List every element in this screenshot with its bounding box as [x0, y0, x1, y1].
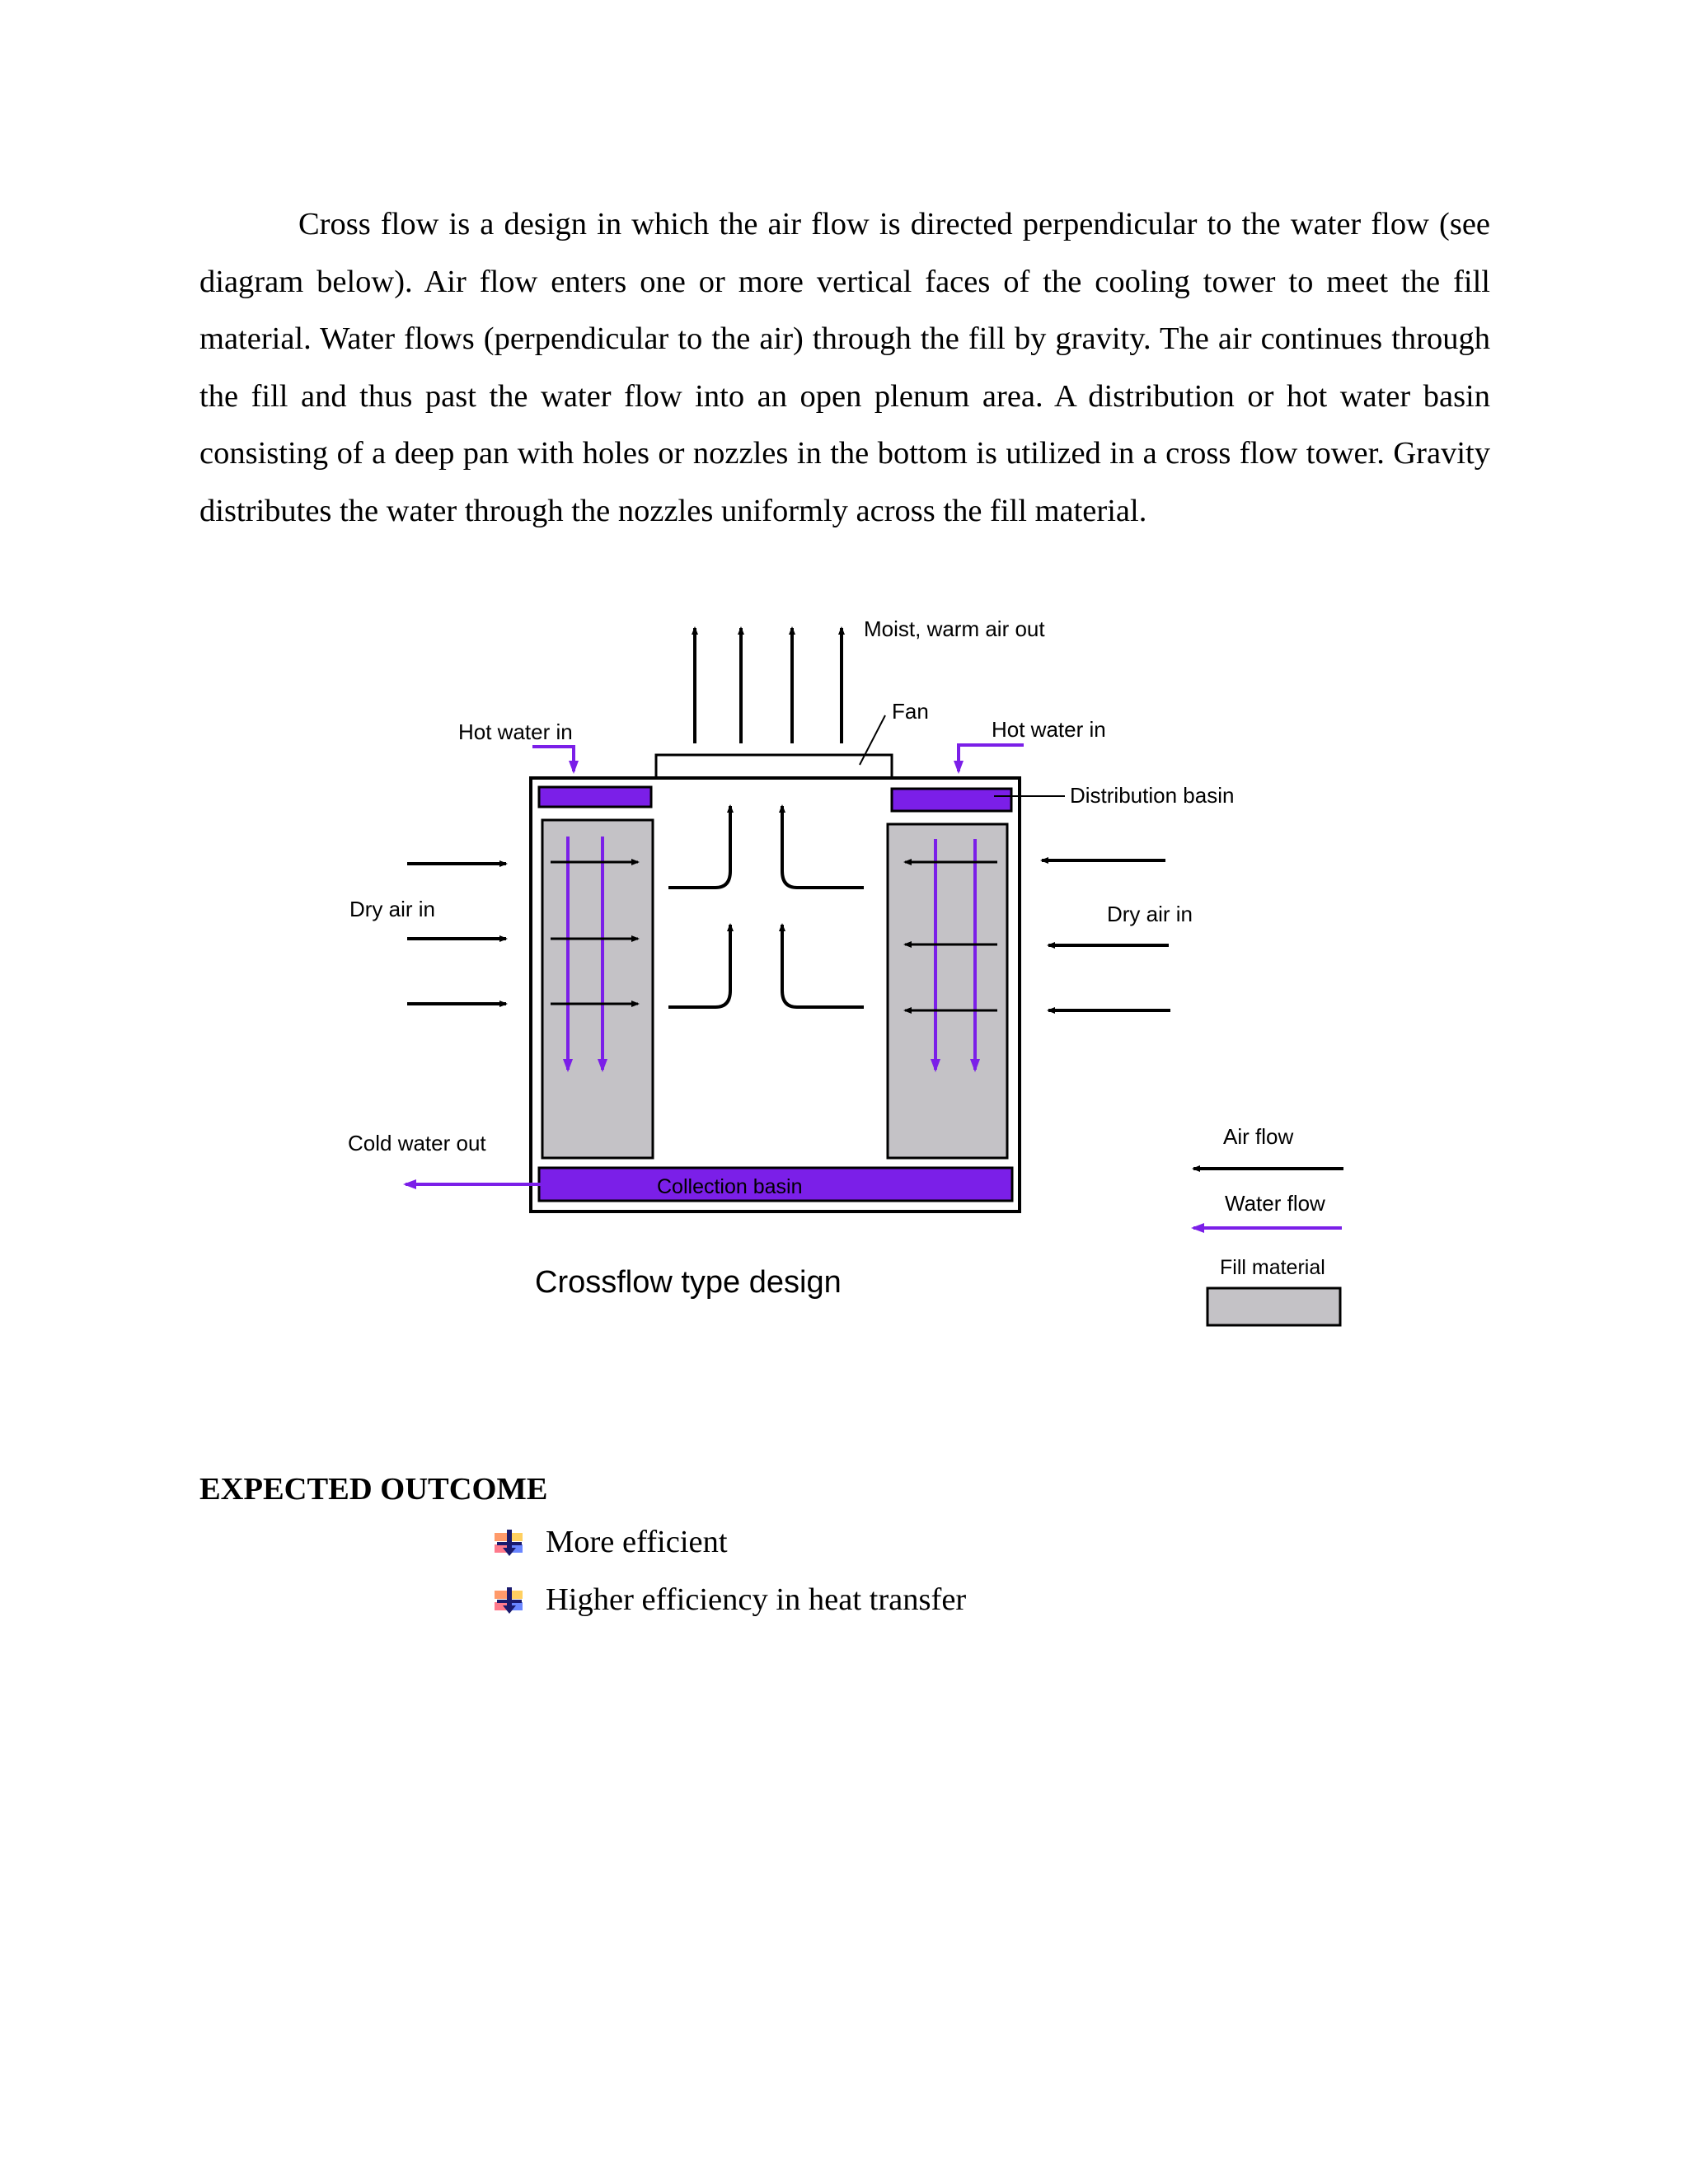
legend-water-flow-label: Water flow — [1225, 1191, 1325, 1216]
fan-label: Fan — [892, 699, 929, 724]
list-item: Higher efficiency in heat transfer — [495, 1579, 966, 1637]
dry-air-in-arrows — [407, 857, 1170, 1014]
distribution-basin-left — [537, 785, 653, 808]
plenum-air-arrows — [668, 804, 864, 1009]
fan-leader-line — [859, 715, 886, 766]
section-heading: EXPECTED OUTCOME — [199, 1472, 548, 1507]
outcome-list: More efficient Higher efficiency in heat… — [495, 1521, 966, 1637]
distribution-basin-right — [890, 787, 1013, 813]
arrow-bullet-icon — [495, 1587, 523, 1614]
arrow-bullet-icon — [495, 1530, 523, 1556]
cold-water-out-label: Cold water out — [348, 1131, 486, 1155]
legend-fill-material-swatch — [1206, 1286, 1342, 1327]
collection-basin-label: Collection basin — [657, 1175, 803, 1198]
fan-housing — [654, 753, 893, 780]
list-item-text: More efficient — [546, 1525, 728, 1559]
collection-basin — [537, 1166, 1014, 1202]
list-item: More efficient — [495, 1521, 966, 1579]
hot-water-in-right-arrow — [954, 743, 1024, 774]
legend-air-flow-label: Air flow — [1223, 1124, 1293, 1149]
air-through-fill-arrows — [551, 859, 997, 1014]
dry-air-in-left-label: Dry air in — [349, 897, 435, 921]
hot-water-in-left-arrow — [532, 745, 579, 774]
body-paragraph: Cross flow is a design in which the air … — [199, 207, 1490, 528]
legend-fill-material-label: Fill material — [1220, 1256, 1325, 1279]
moist-air-out-label: Moist, warm air out — [864, 616, 1045, 641]
legend: Air flow Water flow Fill material — [1191, 1124, 1343, 1327]
diagram-caption: Crossflow type design — [535, 1265, 842, 1300]
distribution-basin-label: Distribution basin — [1070, 783, 1234, 808]
list-item-text: Higher efficiency in heat transfer — [546, 1582, 967, 1617]
moist-air-out-arrows — [692, 626, 845, 743]
hot-water-in-right-label: Hot water in — [992, 717, 1106, 742]
hot-water-in-left-label: Hot water in — [458, 719, 573, 744]
water-flow-arrows — [563, 837, 980, 1072]
fill-material-right — [886, 823, 1009, 1160]
fill-material-left — [541, 818, 654, 1160]
dry-air-in-right-label: Dry air in — [1107, 902, 1193, 926]
